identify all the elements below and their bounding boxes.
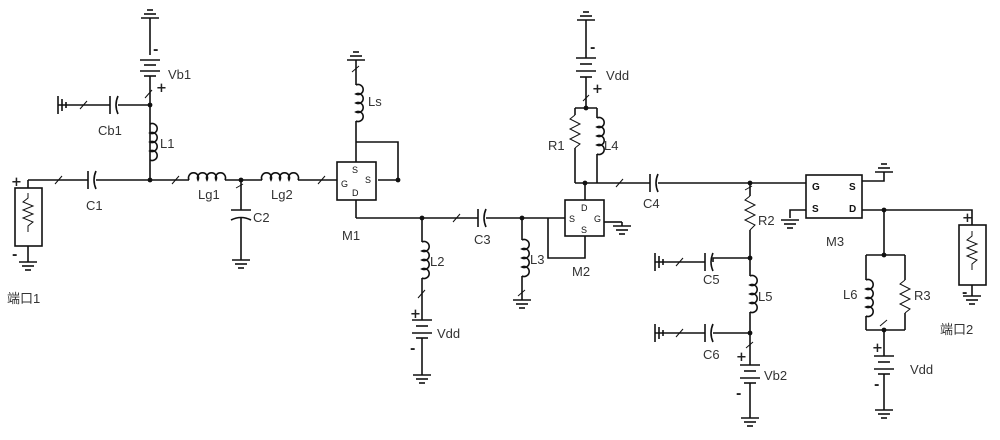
vb1-label: Vb1 <box>168 67 191 82</box>
r1-label: R1 <box>548 138 565 153</box>
vb2-minus-sign: - <box>736 387 741 402</box>
c3-label: C3 <box>474 232 491 247</box>
l6-label: L6 <box>843 287 857 302</box>
c5-label: C5 <box>703 272 720 287</box>
battery-vb2 <box>740 365 760 383</box>
transistor-m2: D S G S <box>565 200 604 236</box>
capacitor-c1 <box>88 171 96 189</box>
battery-vdd-top <box>576 58 596 77</box>
vb2-label: Vb2 <box>764 368 787 383</box>
m3-label: M3 <box>826 234 844 249</box>
port1-source <box>15 180 42 270</box>
capacitor-cb1 <box>110 96 118 114</box>
port2-minus-sign: - <box>962 286 967 301</box>
capacitor-c3 <box>478 209 486 227</box>
vdd-top-label: Vdd <box>606 68 629 83</box>
vb1-plus-sign: + <box>156 81 167 96</box>
transistor-m1: S G S D <box>337 162 376 200</box>
capacitor-c4 <box>650 174 658 192</box>
inductor-l6 <box>866 255 873 330</box>
battery-vb1 <box>140 60 160 76</box>
vdd-top-minus-sign: - <box>590 41 595 56</box>
battery-vdd-m3 <box>874 356 894 374</box>
vdd-l2-plus-sign: + <box>410 307 421 322</box>
m1-label: M1 <box>342 228 360 243</box>
port1-plus-sign: + <box>11 175 22 190</box>
vb1-minus-sign: - <box>153 43 158 58</box>
port2-label: 端口2 <box>940 322 973 337</box>
svg-text:S: S <box>581 225 587 235</box>
svg-text:G: G <box>812 182 820 193</box>
resistor-r2 <box>745 196 755 230</box>
ls-label: Ls <box>368 94 382 109</box>
svg-text:S: S <box>812 204 819 215</box>
l5-label: L5 <box>758 289 772 304</box>
r3-label: R3 <box>914 288 931 303</box>
svg-text:D: D <box>581 203 588 213</box>
svg-text:S: S <box>365 175 371 185</box>
svg-text:D: D <box>352 188 359 198</box>
c2-label: C2 <box>253 210 270 225</box>
inductor-l1 <box>150 124 157 161</box>
inductor-lg1 <box>189 173 226 180</box>
lg2-label: Lg2 <box>271 187 293 202</box>
lg1-label: Lg1 <box>198 187 220 202</box>
c4-label: C4 <box>643 196 660 211</box>
svg-text:S: S <box>352 165 358 175</box>
inductor-lg2 <box>262 173 299 180</box>
vdd-top-plus-sign: + <box>592 82 603 97</box>
svg-text:S: S <box>569 214 575 224</box>
port1-minus-sign: - <box>12 248 17 263</box>
port2-plus-sign: + <box>962 211 973 226</box>
r2-label: R2 <box>758 213 775 228</box>
inductor-l3 <box>522 240 529 277</box>
capacitor-c5 <box>705 253 713 271</box>
resistor-r3 <box>900 255 910 330</box>
vdd-l2-minus-sign: - <box>410 342 415 357</box>
svg-text:G: G <box>341 179 348 189</box>
vdd-m3-label: Vdd <box>910 362 933 377</box>
resistor-r1 <box>570 108 580 183</box>
transistor-m3: G S S D <box>806 175 862 218</box>
vb2-plus-sign: + <box>736 350 747 365</box>
inductor-l2 <box>422 242 429 279</box>
c1-label: C1 <box>86 198 103 213</box>
port1-label: 端口1 <box>7 291 40 306</box>
l3-label: L3 <box>530 252 544 267</box>
svg-text:S: S <box>849 182 856 193</box>
inductor-l5 <box>750 275 757 312</box>
l2-label: L2 <box>430 254 444 269</box>
l1-label: L1 <box>160 136 174 151</box>
inductor-ls <box>356 85 363 122</box>
vdd-m3-minus-sign: - <box>874 378 879 393</box>
capacitor-c6 <box>705 324 713 342</box>
vdd-l2-label: Vdd <box>437 326 460 341</box>
c6-label: C6 <box>703 347 720 362</box>
l4-label: L4 <box>604 138 618 153</box>
cb1-label: Cb1 <box>98 123 122 138</box>
svg-text:G: G <box>594 214 601 224</box>
battery-vdd-l2 <box>412 320 432 338</box>
m2-label: M2 <box>572 264 590 279</box>
vdd-m3-plus-sign: + <box>872 341 883 356</box>
svg-text:D: D <box>849 204 856 215</box>
